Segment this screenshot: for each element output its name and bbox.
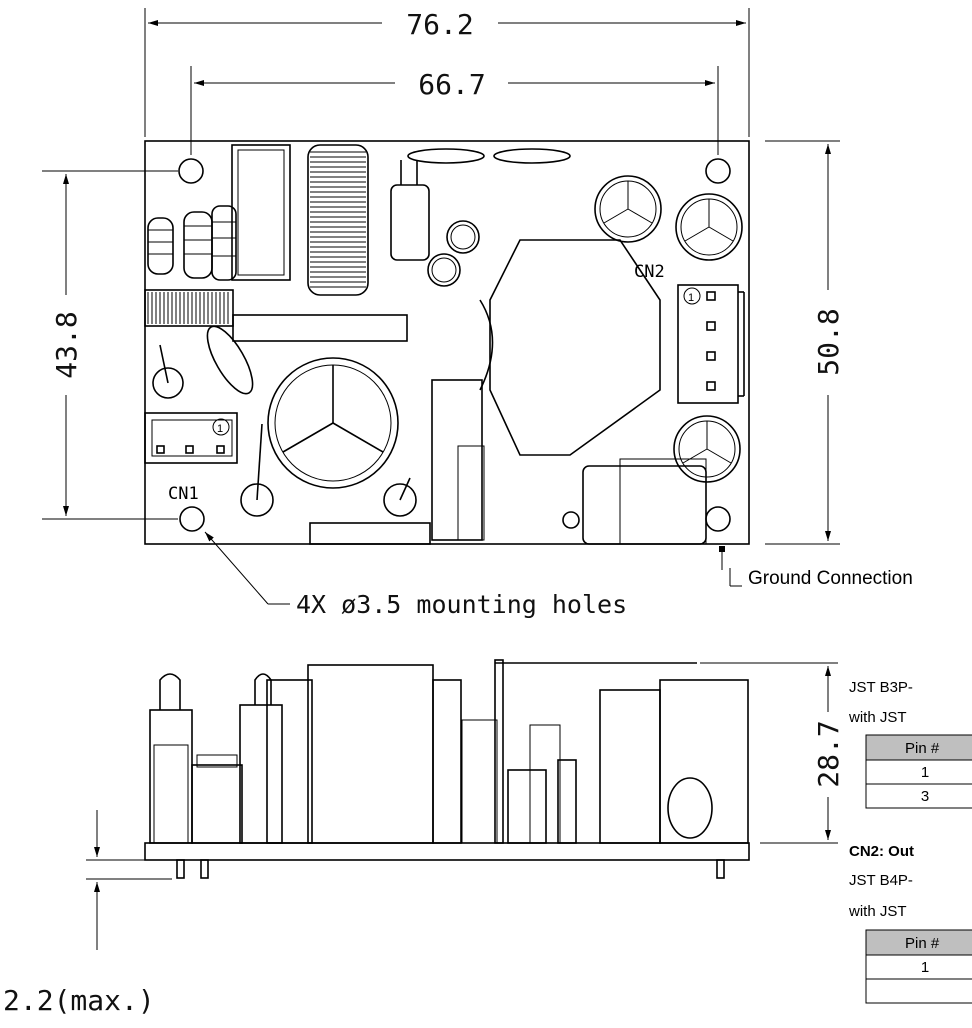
cn1-table-header: Pin # [905, 740, 940, 757]
cn1-mating-line: with JST [848, 709, 907, 726]
cn2-label: CN2 [634, 262, 665, 282]
hole-spacing-width-dim: 66.7 [418, 68, 485, 101]
connector-notes: JST B3P- with JST Pin # 1 3 CN2: Out JST… [848, 679, 972, 1004]
pin-length-dim: 2.2(max.) [3, 984, 155, 1017]
cn2-connector [677, 284, 739, 404]
cn2-table-header: Pin # [905, 935, 940, 952]
ground-connection-note: Ground Connection [748, 568, 913, 589]
cn1-label: CN1 [168, 484, 199, 504]
side-view: 28.7 2.2(max.) [3, 659, 845, 1017]
svg-text:1: 1 [217, 423, 223, 435]
cn2-table-cell: 1 [921, 959, 929, 976]
component-height-dim: 28.7 [812, 720, 845, 787]
overall-height-dim: 50.8 [812, 308, 845, 375]
mounting-holes-note: 4X ø3.5 mounting holes [296, 590, 627, 619]
dimension-lines: 76.2 66.7 43.8 50.8 4X ø3.5 mounting hol… [42, 8, 913, 619]
mounting-hole [179, 506, 205, 532]
cn1-table-cell: 3 [921, 788, 929, 805]
cn2-title: CN2: Out [849, 843, 914, 860]
mounting-hole [178, 158, 204, 184]
overall-width-dim: 76.2 [406, 8, 473, 41]
pcb-edge [144, 842, 750, 861]
cn2-mating-line: with JST [848, 903, 907, 920]
hole-spacing-height-dim: 43.8 [50, 311, 83, 378]
cn1-table-cell: 1 [921, 764, 929, 781]
cn1-connector [144, 412, 238, 464]
cn2-connector-line: JST B4P- [849, 872, 913, 889]
pcb-outline [144, 140, 750, 545]
cap-symbol [594, 175, 662, 243]
mounting-hole [705, 158, 731, 184]
cn1-connector-line: JST B3P- [849, 679, 913, 696]
svg-text:1: 1 [688, 292, 694, 304]
mounting-hole [705, 506, 731, 532]
top-view: CN2 1 1 CN1 [144, 140, 750, 545]
